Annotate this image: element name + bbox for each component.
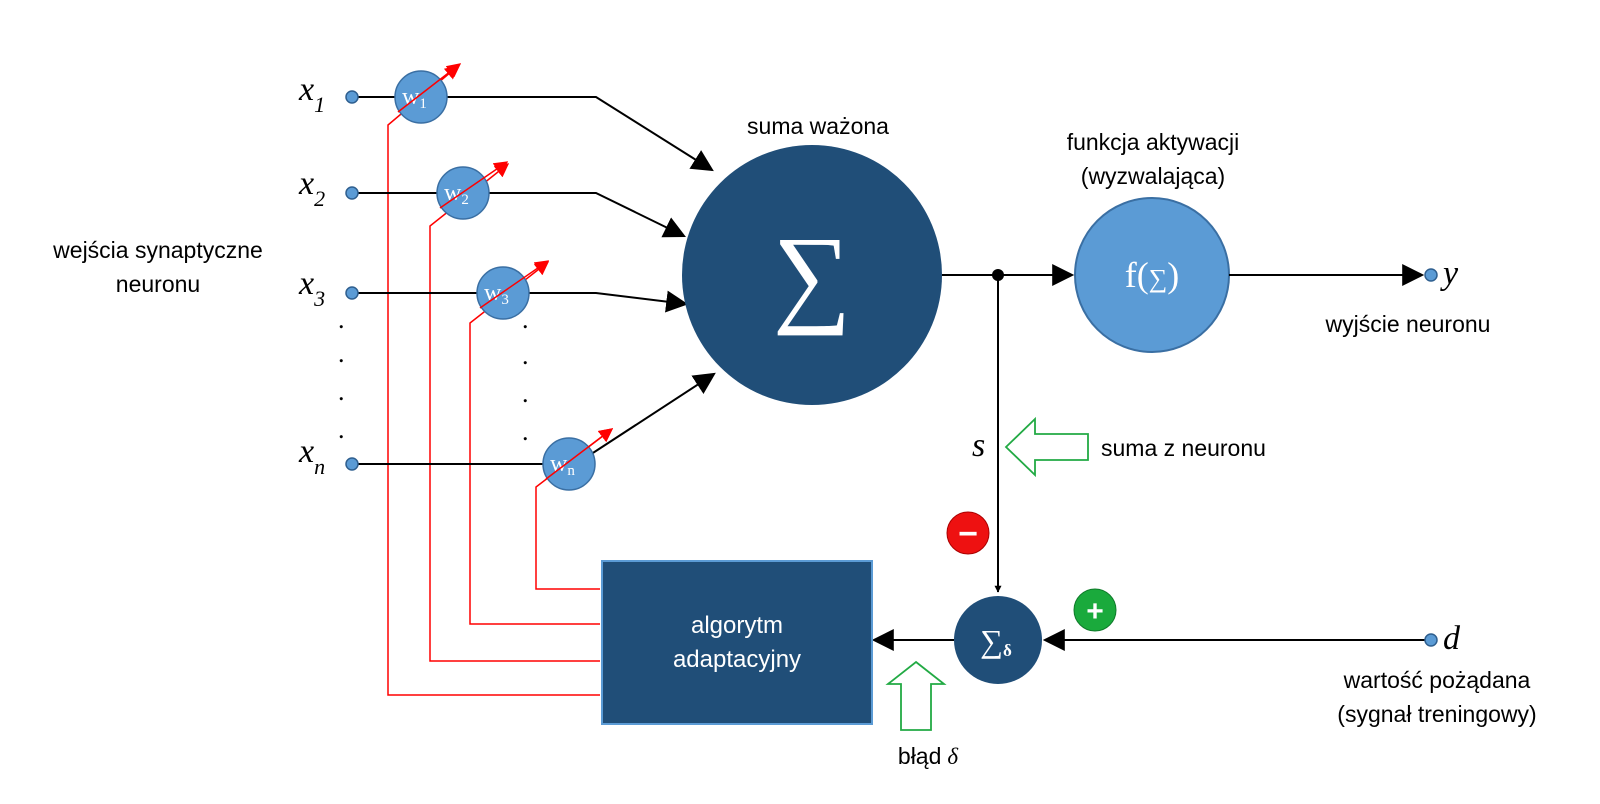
activation-node: f(∑) xyxy=(1074,197,1230,353)
desired-dot xyxy=(1424,633,1438,647)
input-dot-3 xyxy=(345,286,359,300)
svg-text:+: + xyxy=(1086,595,1104,628)
adjust-line-2 xyxy=(429,163,600,662)
input-label-3: x3 xyxy=(298,265,325,311)
input-label-2: x2 xyxy=(298,165,325,211)
svg-text:∑δ: ∑δ xyxy=(980,623,1012,660)
output-var: y xyxy=(1440,255,1459,292)
weighted-sum-label: suma ważona xyxy=(747,113,889,139)
svg-text:.: . xyxy=(522,305,529,334)
svg-text:−: − xyxy=(958,515,978,553)
svg-text:algorytm: algorytm xyxy=(691,612,783,639)
input-line-n xyxy=(352,372,716,465)
input-dot-1 xyxy=(345,90,359,104)
desired-label: wartość pożądana xyxy=(1343,667,1531,693)
svg-text:.: . xyxy=(522,341,529,370)
error-hint-arrow xyxy=(885,660,947,731)
desired-var: d xyxy=(1443,620,1461,657)
svg-text:.: . xyxy=(338,415,345,444)
weighted-sum-node: ∑ xyxy=(682,145,942,405)
input-ellipsis: . . . . xyxy=(338,305,345,444)
svg-text:f(∑): f(∑) xyxy=(1125,255,1180,295)
svg-text:w2: w2 xyxy=(444,180,469,208)
svg-text:w3: w3 xyxy=(484,280,509,308)
sum-symbol: ∑ xyxy=(773,214,851,336)
inputs-label-2: neuronu xyxy=(116,271,200,297)
neuron-sum-label: suma z neuronu xyxy=(1101,435,1266,461)
neuron-sum-hint-arrow xyxy=(1004,416,1089,478)
input-line-3 xyxy=(352,290,689,313)
weight-node-n: wn xyxy=(542,437,596,491)
weight-node-1: w1 xyxy=(394,70,448,124)
desired-label-2: (sygnał treningowy) xyxy=(1337,701,1536,727)
input-lines xyxy=(352,96,716,465)
s-var: s xyxy=(972,427,985,464)
input-dots xyxy=(345,90,359,471)
output-label: wyjście neuronu xyxy=(1325,311,1491,337)
input-dot-n xyxy=(345,457,359,471)
input-dot-2 xyxy=(345,186,359,200)
error-sum-node: ∑δ xyxy=(954,596,1042,684)
output-dot xyxy=(1424,268,1438,282)
svg-text:wn: wn xyxy=(550,451,575,479)
input-label-1: x1 xyxy=(298,71,325,117)
input-line-2 xyxy=(352,192,686,238)
svg-text:.: . xyxy=(338,339,345,368)
adaptive-algorithm-box: algorytm adaptacyjny xyxy=(601,560,873,725)
adjust-line-1 xyxy=(387,65,600,696)
plus-badge: + xyxy=(1073,588,1117,632)
minus-badge: − xyxy=(946,511,990,555)
svg-text:.: . xyxy=(522,379,529,408)
adjustment-lines xyxy=(387,65,614,696)
inputs-label: wejścia synaptyczne xyxy=(52,237,263,263)
svg-text:w1: w1 xyxy=(402,84,427,112)
weight-ellipsis: . . . . xyxy=(522,305,529,446)
svg-text:.: . xyxy=(338,305,345,334)
svg-text:.: . xyxy=(338,377,345,406)
input-label-n: xn xyxy=(298,433,325,479)
activation-label-2: (wyzwalająca) xyxy=(1081,163,1225,189)
activation-label: funkcja aktywacji xyxy=(1067,129,1240,155)
weight-adjust-arrows xyxy=(397,63,614,480)
svg-text:.: . xyxy=(522,417,529,446)
svg-text:adaptacyjny: adaptacyjny xyxy=(673,646,801,673)
